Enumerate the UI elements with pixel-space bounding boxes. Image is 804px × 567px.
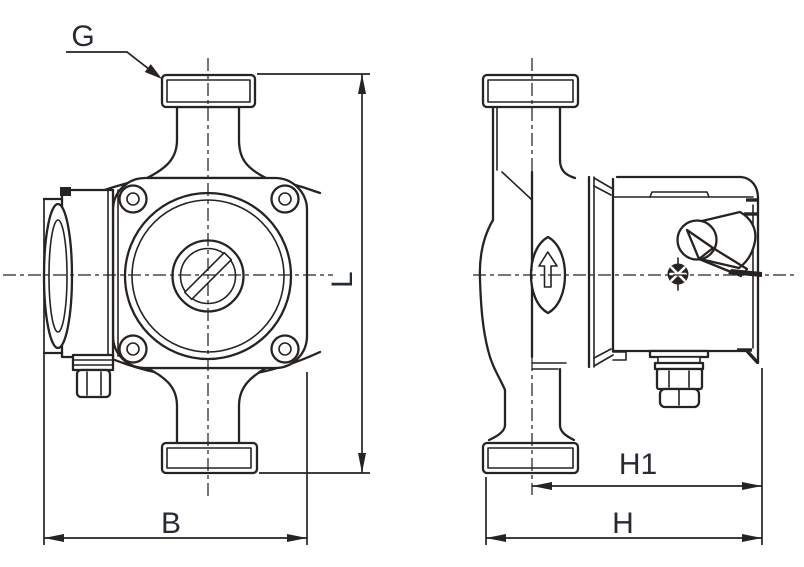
bottom-pipe xyxy=(145,366,268,446)
flange-screws xyxy=(118,184,300,364)
dimension-g: G xyxy=(66,20,162,79)
cable-gland-front xyxy=(71,353,115,399)
side-top-port-fitting xyxy=(481,73,580,109)
selector-knob-icon xyxy=(676,210,762,278)
leader-arrowhead-icon xyxy=(144,64,162,79)
flow-arrow-icon xyxy=(538,251,558,288)
terminal-box xyxy=(42,187,115,359)
label-h1: H1 xyxy=(619,448,657,481)
dimension-h: H xyxy=(485,368,763,545)
label-h: H xyxy=(612,507,634,540)
vent-screw-icon xyxy=(667,257,689,291)
bottom-port-fitting xyxy=(160,441,259,475)
dimension-l: L xyxy=(257,73,370,474)
top-pipe xyxy=(145,105,268,180)
front-view xyxy=(3,58,333,500)
label-b: B xyxy=(161,507,181,540)
dimension-h1: H1 xyxy=(532,448,762,490)
side-bottom-port-fitting xyxy=(481,441,580,475)
side-view xyxy=(473,58,795,495)
terminal-box-tab xyxy=(60,187,71,196)
cable-gland-side xyxy=(648,349,710,409)
label-l: L xyxy=(326,271,359,288)
label-g: G xyxy=(71,20,94,53)
dimension-b: B xyxy=(43,198,308,545)
control-box-lid-tab xyxy=(649,191,710,198)
